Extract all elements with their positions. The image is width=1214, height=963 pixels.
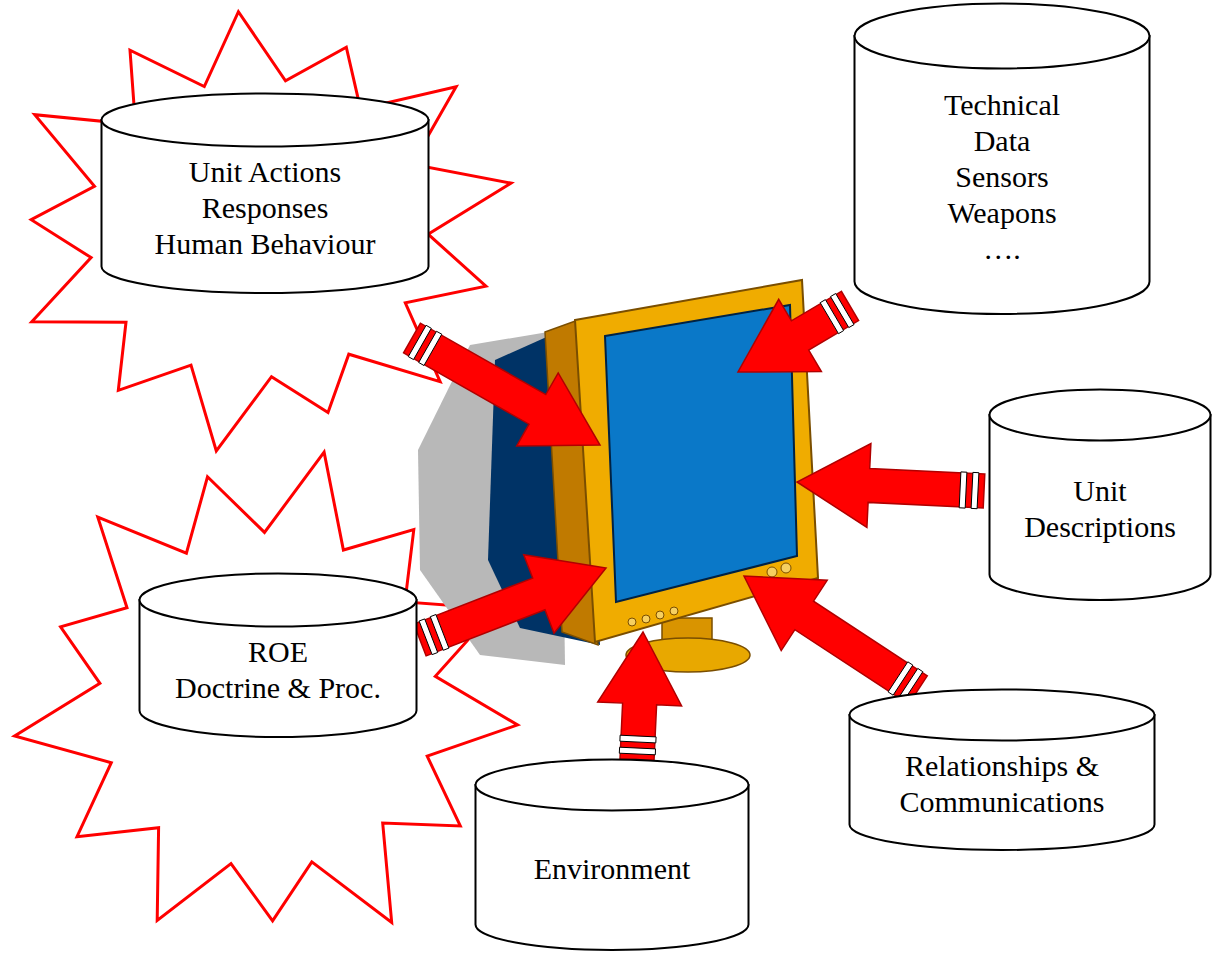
- monitor-knob: [767, 567, 777, 577]
- arrow: [404, 323, 600, 446]
- cylinder-label: Unit Actions: [115, 154, 415, 190]
- text-area: Unit Descriptions: [988, 473, 1212, 545]
- arrow-stripe: [971, 472, 979, 508]
- cylinder-label: Doctrine & Proc.: [148, 670, 408, 706]
- cylinder-body: [990, 415, 1211, 600]
- input-arrows: [404, 291, 985, 760]
- arrow-stripe: [619, 747, 655, 755]
- cylinder-label: ….: [927, 231, 1077, 267]
- database-cylinder: Relationships & Communications: [848, 688, 1156, 853]
- monitor-button: [670, 607, 678, 615]
- cylinder-label: Unit Descriptions: [1013, 473, 1188, 545]
- cylinder-label: Human Behaviour: [115, 226, 415, 262]
- cylinder-label: ROE: [148, 634, 408, 670]
- database-cylinder: Unit Descriptions: [988, 388, 1212, 603]
- cylinder-top: [850, 690, 1155, 741]
- cylinder-top: [476, 760, 749, 811]
- monitor-knob: [781, 563, 791, 573]
- arrow: [797, 444, 985, 528]
- arrow: [598, 632, 682, 761]
- cylinder-label: Technical Data: [927, 87, 1077, 159]
- cylinder-label: Sensors: [927, 159, 1077, 195]
- database-cylinder: Environment: [474, 758, 750, 953]
- arrow-stripe: [959, 472, 967, 508]
- arrow-stripe: [430, 615, 449, 651]
- text-area: Unit ActionsResponsesHuman Behaviour: [100, 154, 430, 262]
- arrow: [738, 291, 859, 372]
- cylinder-body: [855, 36, 1150, 314]
- cylinder-label: Weapons: [927, 195, 1077, 231]
- database-cylinder: Unit ActionsResponsesHuman Behaviour: [100, 92, 430, 296]
- text-area: ROEDoctrine & Proc.: [138, 634, 418, 706]
- arrow: [414, 555, 606, 656]
- starburst: [31, 12, 511, 451]
- cylinder-label: Responses: [115, 190, 415, 226]
- text-area: Relationships & Communications: [848, 748, 1156, 820]
- monitor-button: [628, 618, 636, 626]
- cylinder-top: [102, 94, 429, 147]
- arrow-stripe: [620, 735, 656, 743]
- text-area: Environment: [474, 851, 750, 887]
- arrow-stripe: [419, 331, 442, 365]
- cylinder-top: [855, 4, 1150, 69]
- monitor-button: [656, 611, 664, 619]
- arrow-stripe: [888, 662, 913, 695]
- database-cylinder: ROEDoctrine & Proc.: [138, 572, 418, 740]
- text-area: Technical DataSensorsWeapons….: [853, 87, 1151, 267]
- cylinder-top: [140, 574, 417, 627]
- cylinder-label: Environment: [487, 851, 737, 887]
- cylinder-top: [990, 390, 1211, 441]
- arrow-stripe: [820, 300, 843, 334]
- database-cylinder: Technical DataSensorsWeapons….: [853, 2, 1151, 317]
- cylinder-label: Relationships & Communications: [882, 748, 1122, 820]
- arrow: [744, 576, 927, 704]
- monitor-button: [642, 615, 650, 623]
